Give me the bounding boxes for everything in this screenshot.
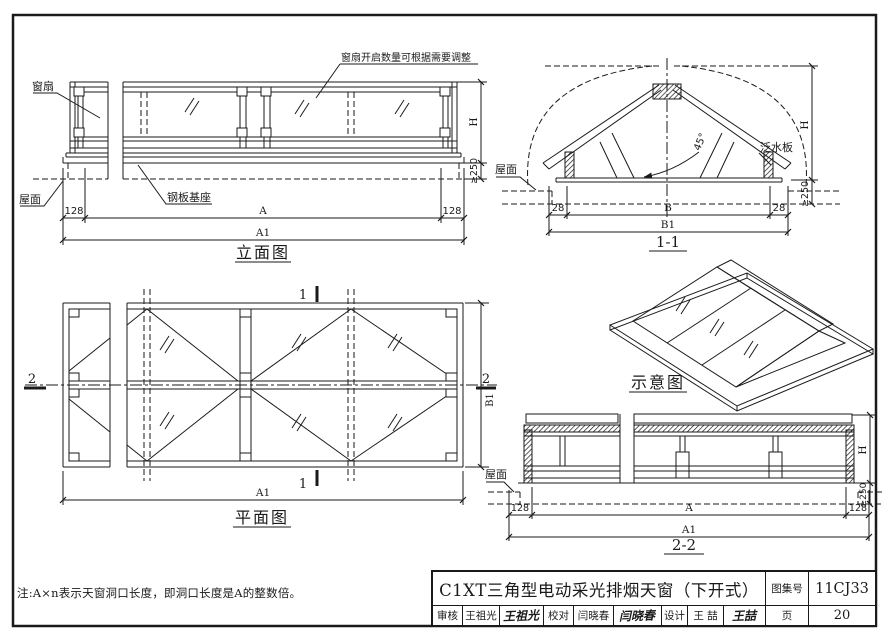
elevation-dim-h: H <box>468 117 480 126</box>
section-1-1-dim-h: H <box>799 120 811 129</box>
elevation-base-label: 钢板基座 <box>167 190 211 204</box>
plan-cut-2-right: 2 <box>482 372 490 387</box>
designer-name: 王 喆 <box>688 606 724 625</box>
section-1-1-angle-label: 45° <box>692 132 709 153</box>
section-1-1-dim-28-left: 28 <box>552 203 565 214</box>
section-2-2-dim-h: H <box>857 445 869 454</box>
plan-cut-1-top: 1 <box>299 288 307 303</box>
plan-view: 1 1 2 2 A1 B1 平面图 <box>24 286 497 528</box>
section-2-2-dim-lines <box>505 411 876 541</box>
elevation-sash-note-label: 窗扇开启数量可根据需要调整 <box>341 51 471 64</box>
elevation-dim-lines <box>59 78 487 245</box>
section-1-1-title: 1-1 <box>656 233 680 251</box>
elevation-dim-128-right: 128 <box>442 206 461 217</box>
page-label: 页 <box>766 606 809 625</box>
plan-dim-b1: B1 <box>485 393 496 407</box>
review-label: 审核 <box>433 606 463 625</box>
section-1-1-dim-b1: B1 <box>661 219 675 231</box>
reviewer-name: 王祖光 <box>463 606 500 625</box>
section-2-2-title: 2-2 <box>672 536 696 554</box>
elevation-dim-curb: ≥250 <box>469 158 480 184</box>
section-1-1-dim-28-right: 28 <box>773 203 786 214</box>
checker-signature: 闫晓春 <box>614 606 662 625</box>
elevation-sash-label: 窗扇 <box>32 79 54 93</box>
title-block-row-1: C1XT三角型电动采光排烟天窗（下开式） 图集号 11CJ33 <box>433 572 875 606</box>
elevation-dim-a: A <box>258 205 267 217</box>
design-label: 设计 <box>662 606 688 625</box>
section-2-2-dim-curb: ≥250 <box>859 482 869 507</box>
sheet-border <box>11 13 878 628</box>
section-2-2-roof-label: 屋面 <box>485 468 507 481</box>
reviewer-signature: 王祖光 <box>500 606 544 625</box>
atlas-number-label: 图集号 <box>766 572 809 605</box>
plan-dim-a1: A1 <box>255 487 270 499</box>
designer-signature-text: 王喆 <box>732 608 757 624</box>
section-1-1-dim-b: B <box>664 202 672 214</box>
section-2-2-linework <box>488 413 882 505</box>
page-number: 20 <box>833 608 851 623</box>
elevation-roof-label: 屋面 <box>19 193 41 206</box>
plan-linework <box>25 289 497 481</box>
sheet-note: 注:A×n表示天窗洞口长度，即洞口长度是A的整数倍。 <box>17 586 302 600</box>
elevation-dim-128-left: 128 <box>64 206 83 217</box>
section-1-1-view: 屋面 泛水板 45° 28 B 28 B1 H ≥250 1-1 <box>495 58 840 252</box>
check-label: 校对 <box>544 606 574 625</box>
section-1-1-leaders <box>496 152 772 191</box>
section-2-2-dim-128-left: 128 <box>511 503 529 514</box>
plan-cut-marks <box>24 286 496 486</box>
plan-dim-lines <box>59 299 489 505</box>
section-1-1-flashing-label: 泛水板 <box>760 140 793 154</box>
section-2-2-dim-a1: A1 <box>681 524 696 536</box>
section-2-2-dim-a: A <box>684 502 693 514</box>
elevation-view: 窗扇 窗扇开启数量可根据需要调整 屋面 钢板基座 128 A 128 A1 H … <box>19 51 487 263</box>
section-2-2-leaders <box>486 481 515 493</box>
plan-cut-1-bottom: 1 <box>299 477 307 492</box>
elevation-title: 立面图 <box>236 243 290 262</box>
plan-title: 平面图 <box>235 508 289 527</box>
elevation-leaders <box>20 63 478 207</box>
title-block: C1XT三角型电动采光排烟天窗（下开式） 图集号 11CJ33 审核 王祖光 王… <box>431 570 877 627</box>
schematic-title: 示意图 <box>631 373 685 392</box>
reviewer-signature-text: 王祖光 <box>503 608 540 624</box>
section-1-1-dim-lines <box>545 62 818 236</box>
section-1-1-dim-curb: ≥250 <box>800 181 811 207</box>
drawing-title: C1XT三角型电动采光排烟天窗（下开式） <box>433 572 766 605</box>
section-1-1-roof-label: 屋面 <box>495 163 517 176</box>
section-2-2-view: 屋面 128 A 128 A1 H ≥250 2-2 <box>485 411 882 555</box>
plan-cut-2-left: 2 <box>28 372 36 387</box>
title-block-row-2: 审核 王祖光 王祖光 校对 闫晓春 闫晓春 设计 王 喆 王喆 页 20 <box>433 606 875 625</box>
section-1-1-linework <box>502 58 840 218</box>
atlas-number-value: 11CJ33 <box>815 580 869 597</box>
elevation-linework <box>33 81 465 180</box>
schematic-view: 示意图 <box>608 259 875 412</box>
checker-name: 闫晓春 <box>574 606 614 625</box>
section-2-2-dim-128-right: 128 <box>849 503 867 514</box>
elevation-dim-a1: A1 <box>255 227 270 239</box>
designer-signature: 王喆 <box>724 606 766 625</box>
checker-signature-text: 闫晓春 <box>619 608 656 624</box>
schematic-linework <box>608 259 875 412</box>
